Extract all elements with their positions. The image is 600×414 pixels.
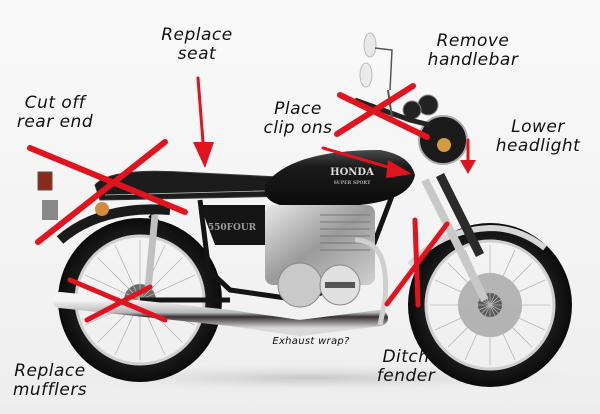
license-plate-bracket (42, 200, 58, 220)
arrow-clip-ons (321, 146, 400, 172)
annotation-cut-off-rear-end: Cut off rear end (16, 93, 94, 133)
cross-handlebar (337, 92, 430, 140)
annotation-ditch-fender: Ditch fender (376, 347, 436, 387)
annotation-replace-mufflers: Replace mufflers (12, 361, 88, 401)
annotation-exhaust-wrap: Exhaust wrap? (272, 336, 350, 347)
annotation-remove-handlebar: Remove handlebar (427, 31, 519, 71)
side-cover-text: 550FOUR (208, 223, 257, 233)
rear-shock (144, 214, 159, 291)
rear-fender (56, 204, 171, 244)
tank-brand-text: HONDA (330, 167, 374, 178)
tank-sub-text: SUPER SPORT (334, 180, 372, 186)
rear-turn-signal (95, 202, 109, 216)
side-cover: 550FOUR (200, 205, 265, 245)
front-wheel (408, 223, 572, 387)
cross-rear-end (27, 145, 188, 215)
fuel-tank: HONDA SUPER SPORT (264, 150, 415, 205)
red-markup (27, 76, 476, 323)
handlebar (354, 32, 431, 128)
annotation-place-clip-ons: Place clip ons (263, 99, 333, 139)
cross-mufflers (67, 277, 168, 323)
annotation-replace-seat: Replace seat (161, 25, 233, 65)
engine (265, 205, 375, 308)
annotation-lower-headlight: Lower headlight (495, 117, 581, 157)
front-forks (421, 172, 489, 302)
tail-light (37, 171, 53, 191)
